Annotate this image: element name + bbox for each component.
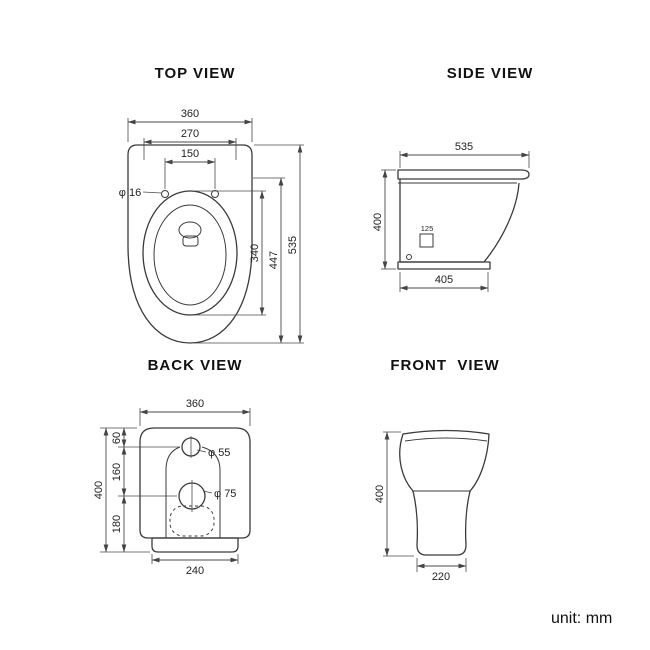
inlet-dim-label: 125 — [421, 224, 434, 233]
back-view-title: BACK VIEW — [148, 357, 243, 374]
dim-label: 220 — [432, 571, 450, 583]
front-view-body-outline — [399, 429, 490, 556]
leader-line — [196, 449, 207, 453]
hinge-hole-left — [161, 190, 169, 198]
dim-top-mid-depth: 447 — [253, 177, 285, 344]
dim-label: 400 — [93, 481, 105, 499]
side-view: SIDE VIEW 125 535 400 405 — [372, 65, 534, 292]
dim-top-hinge-span: 150 — [164, 148, 216, 189]
dim-back-segments: 60 160 180 — [111, 427, 180, 553]
dim-back-inlet-dia: φ 55 — [196, 447, 230, 459]
flush-jet-box — [182, 235, 199, 247]
top-view-title: TOP VIEW — [155, 65, 236, 82]
dim-top-seat-length: 340 — [194, 190, 266, 316]
dim-back-width: 360 — [139, 398, 251, 426]
dim-label: 270 — [181, 128, 199, 140]
dim-label: 360 — [181, 108, 199, 120]
top-view-body-outline — [127, 144, 253, 344]
back-view: BACK VIEW 360 400 — [93, 357, 251, 577]
dim-label: φ 55 — [208, 447, 230, 459]
dim-label: 535 — [455, 141, 473, 153]
dim-front-height: 400 — [374, 431, 414, 557]
dim-side-height: 400 — [372, 169, 396, 270]
dim-top-overall-depth: 535 — [194, 144, 304, 344]
dim-side-base-depth: 405 — [399, 272, 489, 292]
leader-line — [202, 490, 213, 494]
dim-back-base-width: 240 — [151, 554, 239, 577]
dim-label: φ 75 — [214, 488, 236, 500]
dim-top-hinge-hole-dia: φ 16 — [119, 187, 162, 199]
dim-label: 535 — [287, 236, 299, 254]
side-view-inlet-box — [419, 233, 434, 248]
dim-label: 340 — [249, 244, 261, 262]
bowl-inner-ring — [153, 204, 227, 306]
dim-label-60: 60 — [111, 432, 123, 444]
back-view-pedestal-left — [165, 446, 181, 538]
unit-label: unit: mm — [551, 610, 612, 627]
dim-top-width: 360 — [127, 108, 253, 142]
dim-back-height: 400 — [93, 427, 150, 553]
seat-outer-ring — [142, 190, 238, 316]
dim-label-180: 180 — [111, 515, 123, 533]
dim-label: 400 — [372, 213, 384, 231]
dim-top-seat-width: 270 — [143, 128, 237, 160]
top-view: TOP VIEW 360 270 150 — [119, 65, 304, 344]
dim-label: 447 — [268, 251, 280, 269]
back-view-pedestal-right — [201, 446, 221, 538]
leader-line — [142, 191, 162, 194]
dim-label: φ 16 — [119, 187, 141, 199]
front-view-seat-edge — [404, 437, 488, 442]
hinge-hole-right — [211, 190, 219, 198]
dim-label: 240 — [186, 565, 204, 577]
front-view-title: FRONT VIEW — [390, 357, 499, 374]
dim-label: 405 — [435, 274, 453, 286]
dim-side-depth: 535 — [399, 141, 530, 168]
dim-label: 400 — [374, 485, 386, 503]
dim-back-outlet-dia: φ 75 — [202, 488, 236, 500]
side-view-base — [397, 261, 491, 270]
side-view-body-outline — [399, 179, 520, 263]
dim-label-160: 160 — [111, 463, 123, 481]
dim-label: 360 — [186, 398, 204, 410]
dim-label: 150 — [181, 148, 199, 160]
flush-jet-outline — [178, 221, 202, 239]
front-view: FRONT VIEW 400 220 — [374, 357, 499, 583]
back-view-base — [151, 537, 239, 553]
side-view-fixing-hole — [406, 254, 412, 260]
back-view-body-outline — [139, 427, 251, 539]
side-view-title: SIDE VIEW — [447, 65, 534, 82]
side-view-lid — [397, 169, 530, 180]
dim-front-base-width: 220 — [416, 558, 467, 583]
